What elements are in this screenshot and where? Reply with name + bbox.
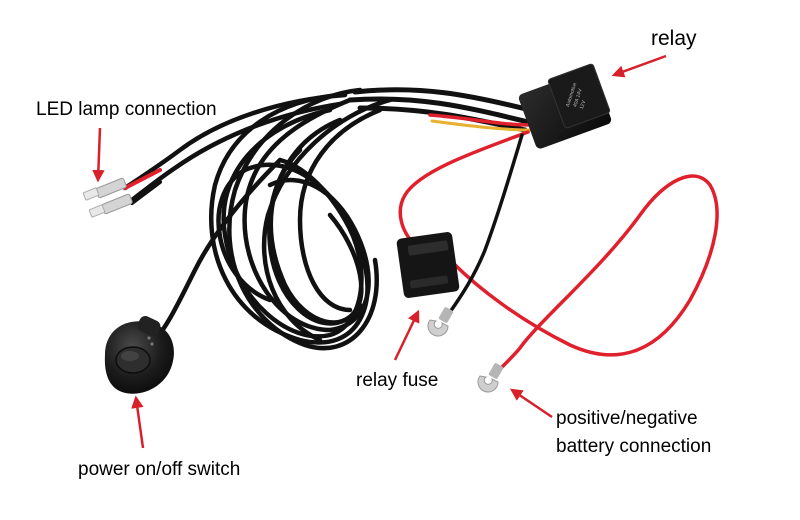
relay: Automotive 40A 14V 12V — [518, 63, 612, 149]
relay-fuse-holder — [396, 232, 460, 298]
battery-connection-label-line1: positive/negative — [556, 408, 698, 429]
callout-arrows — [92, 54, 667, 449]
arrow-power-switch — [131, 395, 145, 449]
svg-text:40A 14V: 40A 14V — [572, 88, 584, 108]
battery-connection-label-line2: battery connection — [556, 436, 712, 457]
relay-wires — [428, 113, 534, 132]
red-power-wire — [398, 130, 719, 377]
coiled-black-cable — [209, 87, 393, 351]
battery-ring-terminal — [477, 363, 504, 393]
main-trunk-cable — [347, 87, 533, 133]
arrow-led-lamp — [92, 127, 105, 183]
ground-ring-terminal — [427, 307, 454, 337]
arrow-relay-fuse — [393, 309, 420, 361]
led-lamp-connection-label: LED lamp connection — [36, 99, 217, 120]
relay-label: relay — [651, 27, 697, 50]
black-ground-wire — [448, 133, 524, 314]
power-switch — [104, 316, 174, 394]
arrow-battery-connection — [509, 388, 553, 419]
power-switch-label: power on/off switch — [78, 459, 241, 480]
led-lamp-terminals — [82, 177, 133, 218]
switch-cable — [152, 157, 283, 343]
led-lamp-wires — [122, 92, 348, 205]
arrow-relay — [611, 54, 667, 78]
svg-text:12V: 12V — [579, 99, 588, 110]
relay-fuse-label: relay fuse — [356, 370, 439, 391]
battery-connection-label: positive/negative battery connection — [556, 405, 756, 461]
